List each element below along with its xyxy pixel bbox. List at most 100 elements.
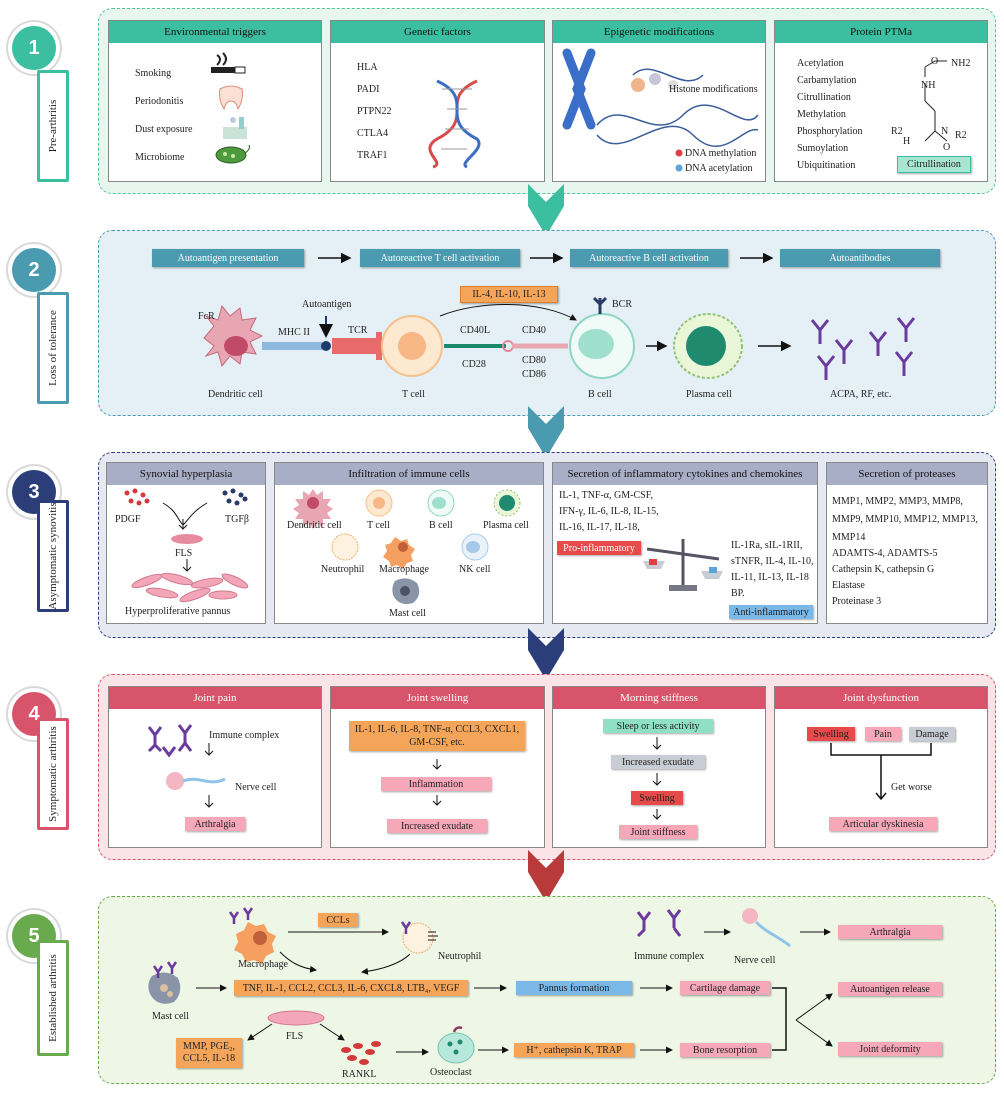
gene-item: TRAF1: [357, 150, 388, 161]
cd40-label: CD40: [522, 325, 546, 336]
anti-inflammatory-tag: Anti-inflammatory: [729, 605, 813, 619]
swell-exudate: Increased exudate: [387, 819, 487, 833]
morn-sleep: Sleep or less activity: [603, 719, 713, 733]
infiltration-cell-label: NK cell: [459, 564, 491, 575]
s5-mmp: MMP, PGE₂, CCL5, IL-18: [176, 1038, 242, 1068]
cd80-label: CD80: [522, 355, 546, 366]
protease-title: Secretion of proteases: [827, 463, 987, 485]
s5-pannus: Pannus formation: [516, 981, 632, 995]
ptm-title: Protein PTMa: [775, 21, 987, 43]
protease-line: MMP9, MMP10, MMP12, MMP13,: [832, 514, 978, 525]
histone-label: Histone modifications: [669, 84, 758, 95]
stage2-label-box: Loss of tolerance: [37, 292, 69, 404]
cd28-label: CD28: [462, 359, 486, 370]
struct-h-left: H: [903, 136, 911, 147]
dys-pain: Pain: [865, 727, 901, 741]
s5-fls-label: FLS: [286, 1031, 304, 1042]
ptm-item: Methylation: [797, 109, 846, 120]
s5-ccls: CCLs: [318, 913, 358, 927]
pdgf-label: PDGF: [115, 514, 141, 525]
dysfunction-title: Joint dysfunction: [775, 687, 987, 709]
s5-cartilage: Cartilage damage: [680, 981, 770, 995]
flow-b-activation: Autoreactive B cell activation: [570, 249, 728, 267]
gene-item: PADI: [357, 84, 380, 95]
dys-worse: Get worse: [891, 782, 932, 793]
stage2-number: 2: [12, 248, 56, 292]
ptm-item: Citrullination: [797, 92, 851, 103]
immune-cells: [293, 489, 521, 604]
swell-arrows: [432, 759, 442, 806]
citrullination-tag: Citrullination: [897, 156, 971, 173]
secretion-panel: Secretion of inflammatory cytokines and …: [552, 462, 818, 624]
acetyl-dot: [675, 164, 683, 172]
dys-damage: Damage: [909, 727, 955, 741]
synovial-diagram: [124, 488, 249, 603]
bacteria-icon: [215, 144, 250, 164]
ptm-panel: Protein PTMa Acetylation Carbamylation C…: [774, 20, 988, 182]
ptm-item: Sumoylation: [797, 143, 849, 154]
struct-nh: NH: [921, 80, 936, 91]
infiltration-cell-label: Mast cell: [389, 608, 426, 619]
s5-neutrophil-label: Neutrophil: [438, 951, 482, 962]
anti-line: IL-11, IL-13, IL-18: [731, 572, 809, 583]
infiltration-title: Infiltration of immune cells: [275, 463, 543, 485]
tooth-icon: [219, 85, 243, 111]
flow-autoantibodies: Autoantibodies: [780, 249, 940, 267]
autoantigen-label: Autoantigen: [302, 299, 352, 310]
joint-dysfunction-panel: Joint dysfunction Swelling Pain Damage G…: [774, 686, 988, 848]
balance-scale-icon: [643, 539, 723, 591]
bcr-label: BCR: [612, 299, 633, 310]
protease-panel: Secretion of proteases MMP1, MMP2, MMP3,…: [826, 462, 988, 624]
fls-label: FLS: [175, 548, 193, 559]
protease-line: MMP1, MMP2, MMP3, MMP8,: [832, 496, 963, 507]
t-cell-label: T cell: [402, 389, 425, 400]
joint-swelling-title: Joint swelling: [331, 687, 544, 709]
pro-inflammatory-tag: Pro-inflammatory: [557, 541, 641, 555]
fcr-label: FcR: [198, 311, 215, 322]
struct-o-bottom: O: [943, 142, 951, 153]
morning-stiffness-panel: Morning stiffness Sleep or less activity…: [552, 686, 766, 848]
dys-dyskinesia: Articular dyskinesia: [829, 817, 937, 831]
ptm-item: Carbamylation: [797, 75, 857, 86]
stage2-cells: [203, 296, 916, 380]
s5-macrophage-label: Macrophage: [238, 959, 288, 970]
infiltration-cell-label: Neutrophil: [321, 564, 365, 575]
s5-autoantigen-release: Autoantigen release: [838, 982, 942, 996]
struct-o: O: [931, 56, 939, 67]
protease-line: ADAMTS-4, ADAMTS-5: [832, 548, 938, 559]
infiltration-cell-label: B cell: [429, 520, 453, 531]
morn-exudate: Increased exudate: [611, 755, 705, 769]
genetic-title: Genetic factors: [331, 21, 544, 43]
flow-arrows: [318, 252, 774, 264]
dna-icon: [428, 79, 481, 169]
b-cell-label: B cell: [588, 389, 612, 400]
genetic-panel: Genetic factors HLA PADI PTPN22 CTLA4 TR…: [330, 20, 545, 182]
stage4-arrow: [528, 850, 564, 902]
stage4-label-box: Symptomatic arthritis: [37, 718, 69, 830]
gene-item: PTPN22: [357, 106, 392, 117]
tgf-label: TGFβ: [225, 514, 249, 525]
cd40l-label: CD40L: [460, 325, 490, 336]
stage1-number: 1: [12, 26, 56, 70]
mhc-label: MHC II: [278, 327, 310, 338]
swell-inflammation: Inflammation: [381, 777, 491, 791]
joint-swelling-panel: Joint swelling IL-1, IL-6, IL-8, TNF-α, …: [330, 686, 545, 848]
stage5-label-box: Established arthritis: [37, 940, 69, 1056]
struct-nh2: NH2: [951, 58, 971, 69]
secretion-title: Secretion of inflammatory cytokines and …: [553, 463, 817, 485]
synovial-panel: Synovial hyperplasia PDGF TGFβ FLS Hyper…: [106, 462, 266, 624]
infiltration-panel: Infiltration of immune cells Dendritic c…: [274, 462, 544, 624]
s5-arthralgia: Arthralgia: [838, 925, 942, 939]
epigenetic-title: Epigenetic modifications: [553, 21, 765, 43]
dna-methylation-label: DNA methylation: [685, 148, 757, 159]
stage2-arrow: [528, 406, 564, 458]
morn-stiffness: Joint stiffness: [619, 825, 697, 839]
env-item: Microbiome: [135, 152, 185, 163]
joint-pain-panel: Joint pain Immune complex Nerve cell Art…: [108, 686, 322, 848]
env-item: Periodonitis: [135, 96, 184, 107]
env-panel: Environmental triggers Smoking Periodoni…: [108, 20, 322, 182]
synovial-title: Synovial hyperplasia: [107, 463, 265, 485]
pannus-label: Hyperproliferative pannus: [125, 606, 231, 617]
pain-diagram: [147, 724, 226, 808]
